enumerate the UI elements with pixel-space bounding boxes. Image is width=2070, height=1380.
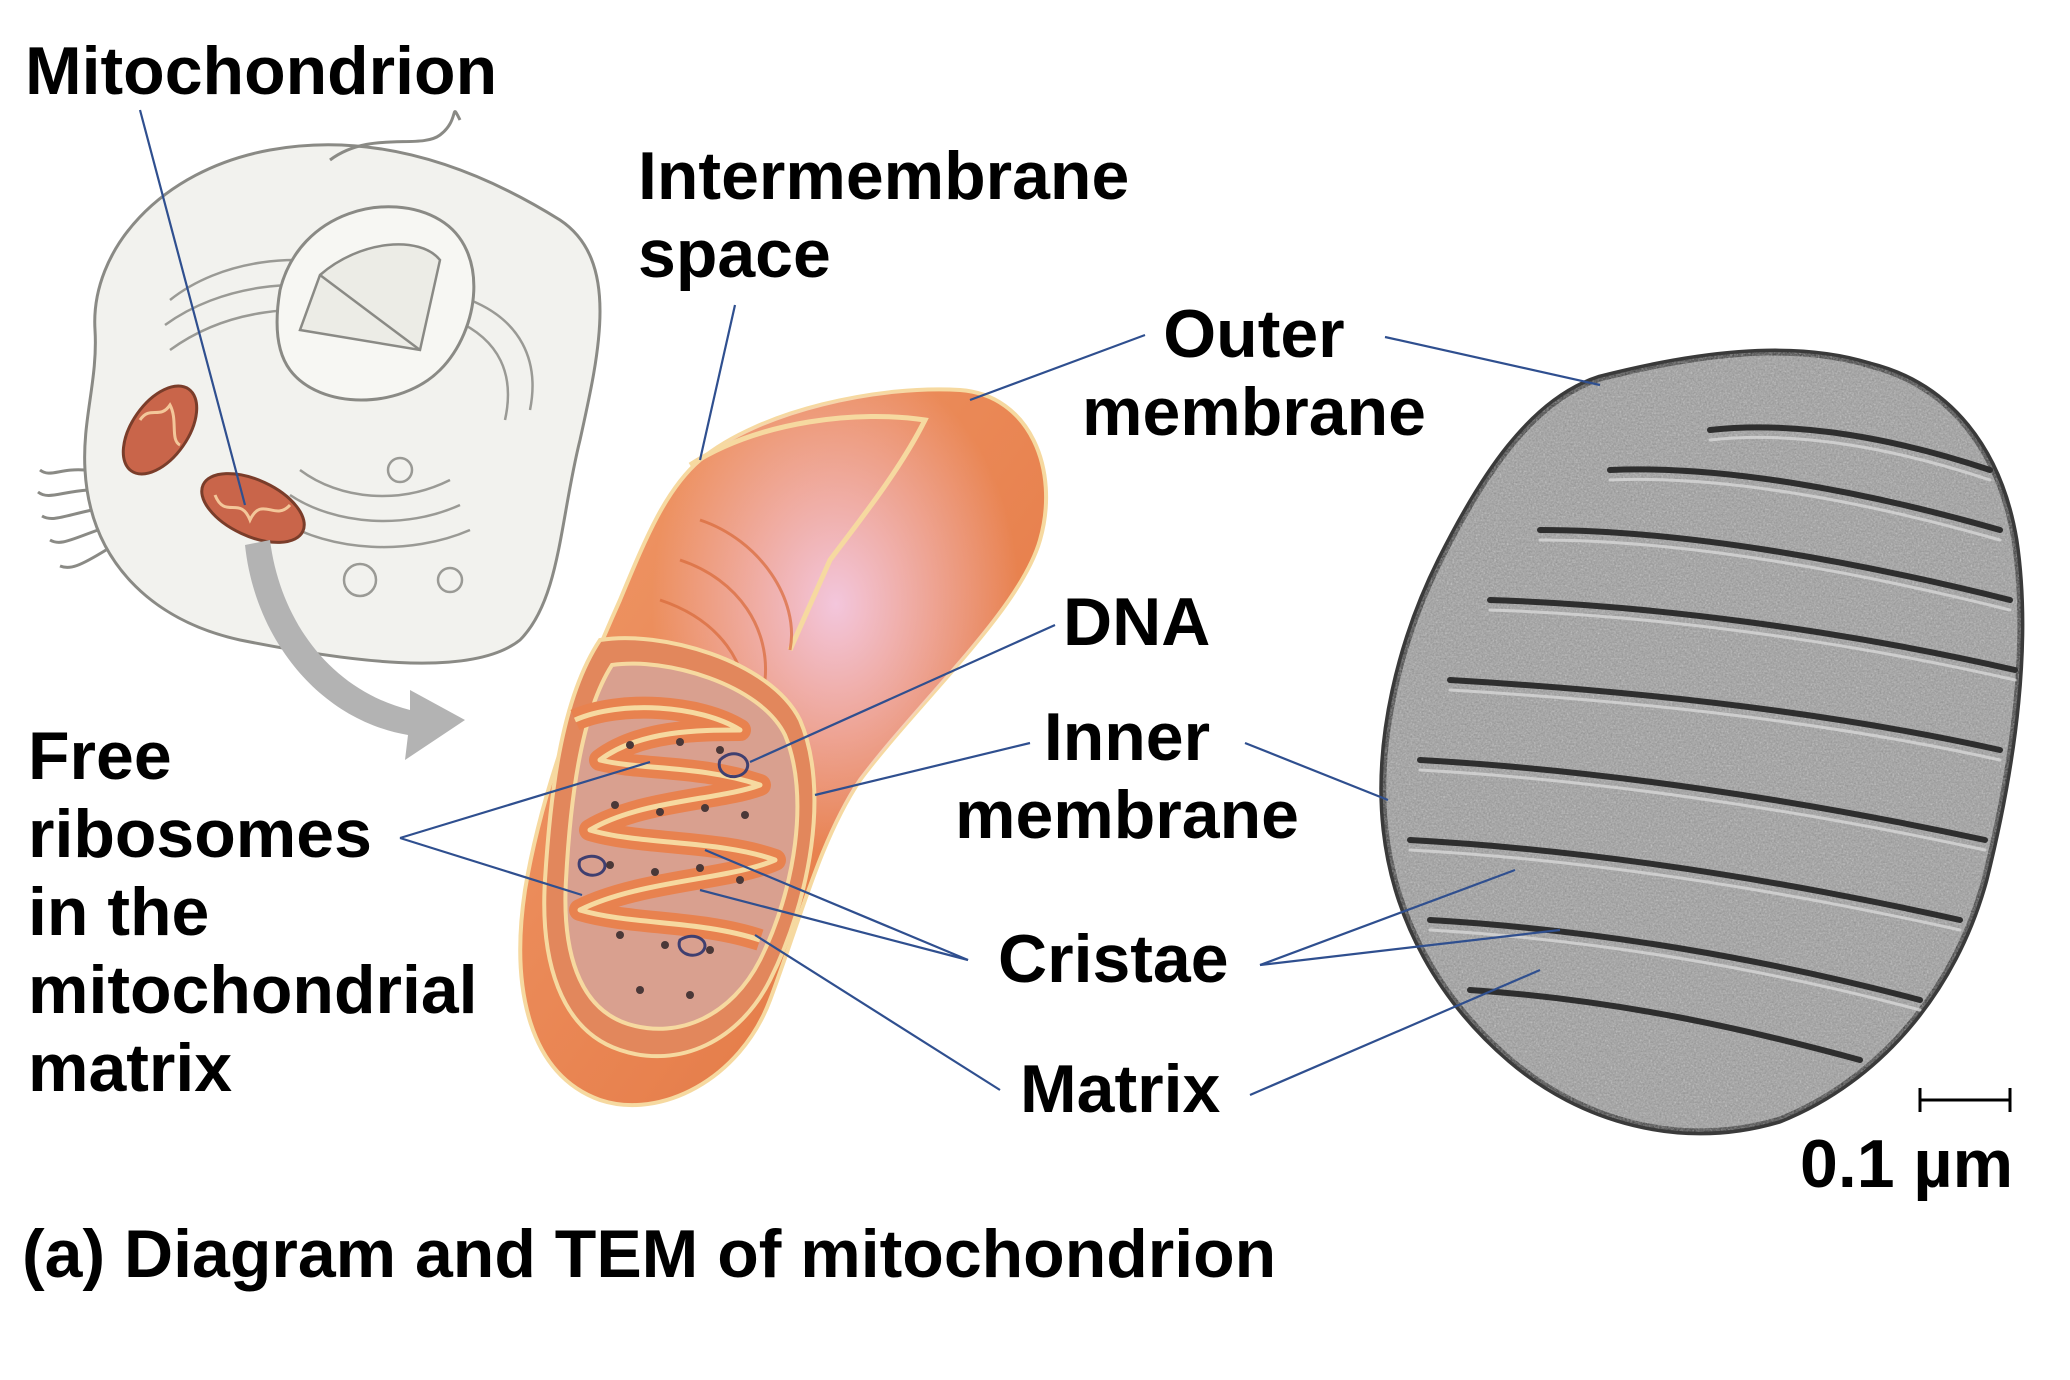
leader-outer-membrane-diagram <box>969 333 1146 402</box>
label-scale-bar: 0.1 µm <box>1800 1126 2014 1202</box>
tem-cristae <box>1407 424 2018 1063</box>
label-outer-membrane: Outer membrane <box>1082 296 1426 450</box>
cutaway-edge <box>688 413 929 652</box>
scale-bar <box>1918 1088 2012 1112</box>
leader-inner-membrane-tem <box>1244 741 1389 802</box>
leader-ribosomes-1 <box>399 760 651 840</box>
leader-cristae-1 <box>704 848 969 962</box>
label-dna: DNA <box>1063 584 1211 660</box>
leader-cristae-tem-2 <box>1259 928 1561 967</box>
label-matrix: Matrix <box>1020 1051 1221 1127</box>
leader-intermembrane <box>698 304 737 461</box>
label-cristae: Cristae <box>998 921 1229 997</box>
leader-matrix-diagram <box>754 934 1001 1091</box>
cell-mitochondrion-1 <box>121 384 199 476</box>
leader-cristae-tem-1 <box>1259 868 1516 967</box>
label-mitochondrion: Mitochondrion <box>25 33 498 109</box>
leader-dna <box>749 623 1056 764</box>
leader-cristae-2 <box>699 888 969 962</box>
flagellum <box>329 110 462 162</box>
cell-illustration <box>37 110 602 760</box>
label-free-ribosomes: Free ribosomes in the mitochondrial matr… <box>28 718 478 1106</box>
figure-caption: (a) Diagram and TEM of mitochondrion <box>22 1216 1277 1292</box>
cell-mitochondrion-2 <box>200 472 306 544</box>
leader-matrix-tem <box>1249 968 1541 1097</box>
label-intermembrane-space: Intermembrane space <box>638 138 1130 292</box>
leader-lines <box>138 109 1601 1097</box>
ribosome-dots <box>606 738 749 999</box>
dna-loops <box>577 752 749 957</box>
cristae-folds <box>569 696 786 951</box>
leader-ribosomes-2 <box>399 836 583 897</box>
nucleus <box>275 205 476 402</box>
leader-mitochondrion <box>138 109 247 506</box>
label-inner-membrane: Inner membrane <box>955 699 1299 853</box>
tem-micrograph <box>1379 348 2025 1136</box>
leader-outer-membrane-tem <box>1384 335 1601 387</box>
leader-inner-membrane-diagram <box>814 741 1031 797</box>
zoom-arrow <box>245 540 465 760</box>
microvilli <box>37 468 107 569</box>
